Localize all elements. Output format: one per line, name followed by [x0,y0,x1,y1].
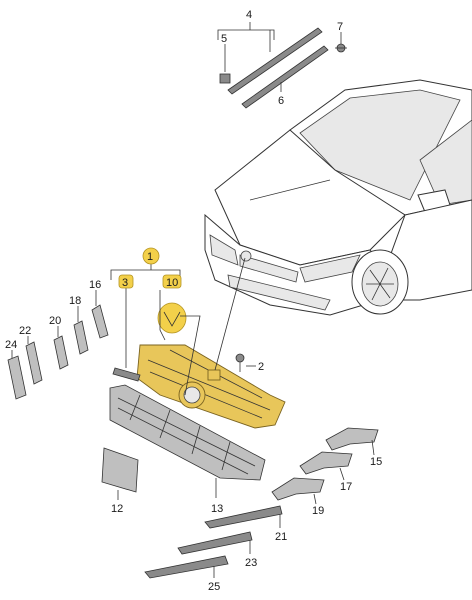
callout-22: 22 [19,325,31,337]
left-side-brackets [7,290,109,400]
callout-20: 20 [49,315,61,327]
callout-18: 18 [69,295,81,307]
license-plate-bracket-part-12 [101,447,139,500]
callout-2: 2 [258,361,264,373]
lower-grille-part-13 [109,384,266,498]
callout-17: 17 [340,481,352,493]
callout-24: 24 [5,339,17,351]
radiator-grille-part-1 [136,344,286,429]
callout-10: 10 [166,277,178,289]
clip-5-shape [219,73,231,84]
emblem-part-10 [157,302,187,334]
callout-23: 23 [245,557,257,569]
callout-12: 12 [111,503,123,515]
car-illustration [204,79,472,316]
callout-13: 13 [211,503,223,515]
callout-7: 7 [337,21,343,33]
trim-strip-part-3 [112,367,141,382]
lower-trim-strips [144,505,283,579]
callout-15: 15 [370,456,382,468]
callout-25: 25 [208,581,220,593]
screw-part-2 [235,353,256,372]
right-side-inserts [271,427,379,505]
callout-16: 16 [89,279,101,291]
callout-3: 3 [122,277,128,289]
callout-6: 6 [278,95,284,107]
callout-1-marker [142,247,160,265]
callout-5: 5 [221,33,227,45]
callout-1: 1 [147,251,153,263]
callout-19: 19 [312,505,324,517]
leaders-top [217,22,342,92]
callout-21: 21 [275,531,287,543]
callout-4: 4 [246,9,252,21]
callout-3-marker [118,274,134,289]
callout-10-marker [162,274,182,289]
roof-trim-strips [219,27,347,109]
leaders-grille [110,257,246,396]
